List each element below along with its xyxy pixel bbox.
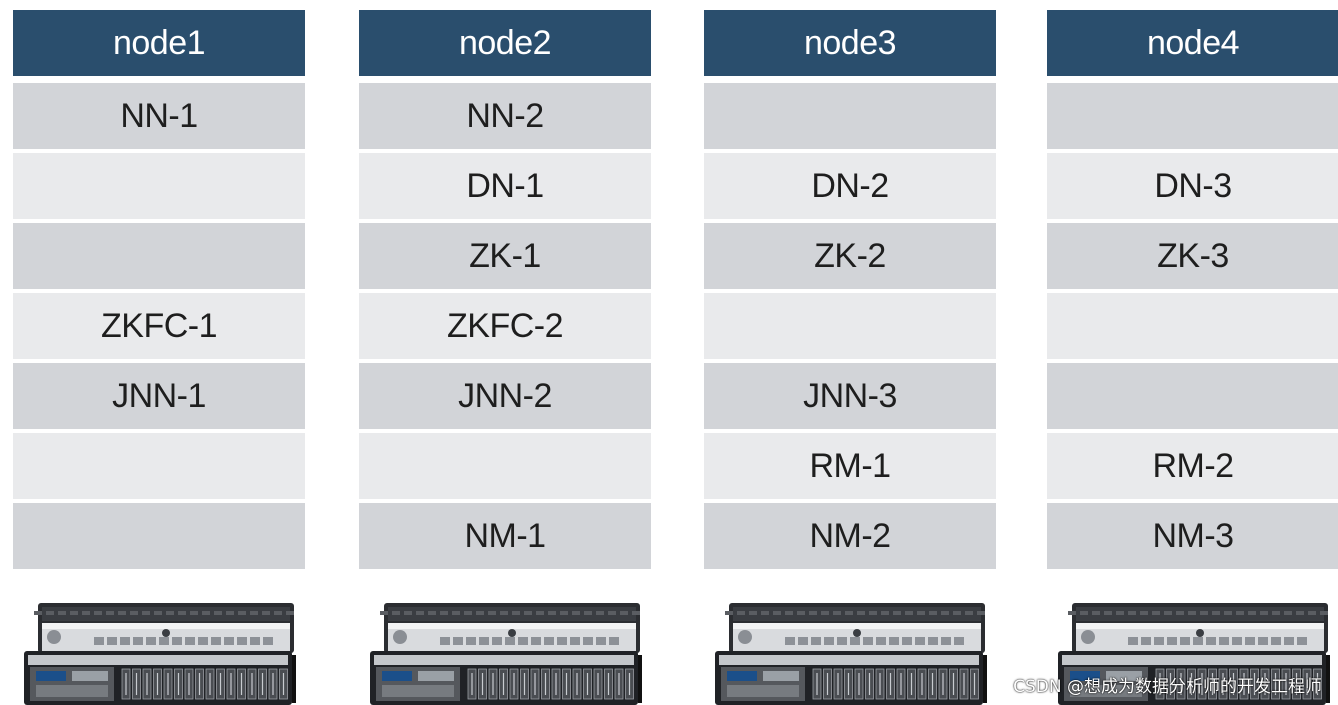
role-slot: NN-2 [359, 83, 651, 149]
role-slot [13, 433, 305, 499]
role-slot: RM-1 [704, 433, 996, 499]
watermark: CSDN @想成为数据分析师的开发工程师 [1013, 677, 1322, 697]
node-header: node4 [1047, 10, 1338, 76]
role-slot [1047, 83, 1338, 149]
role-slot [1047, 363, 1338, 429]
role-slot [359, 433, 651, 499]
role-slot: NM-2 [704, 503, 996, 569]
node-header: node3 [704, 10, 996, 76]
role-slot: RM-2 [1047, 433, 1338, 499]
role-slot [13, 223, 305, 289]
role-slot [13, 503, 305, 569]
role-slot: JNN-2 [359, 363, 651, 429]
role-slot: ZK-1 [359, 223, 651, 289]
role-slot: ZK-2 [704, 223, 996, 289]
rack-server-icon [24, 603, 296, 705]
role-slot: NM-1 [359, 503, 651, 569]
role-slot: DN-1 [359, 153, 651, 219]
role-slot [13, 153, 305, 219]
node-header: node1 [13, 10, 305, 76]
role-slot: DN-2 [704, 153, 996, 219]
role-slot [704, 293, 996, 359]
role-slot: ZKFC-2 [359, 293, 651, 359]
role-slot: JNN-3 [704, 363, 996, 429]
role-slot [704, 83, 996, 149]
role-slot: DN-3 [1047, 153, 1338, 219]
role-slot: ZK-3 [1047, 223, 1338, 289]
role-slot: NM-3 [1047, 503, 1338, 569]
node-header: node2 [359, 10, 651, 76]
role-slot: JNN-1 [13, 363, 305, 429]
rack-server-icon [715, 603, 987, 705]
role-slot: ZKFC-1 [13, 293, 305, 359]
rack-server-icon [370, 603, 642, 705]
role-slot [1047, 293, 1338, 359]
rack-server-icon [1058, 603, 1330, 705]
role-slot: NN-1 [13, 83, 305, 149]
